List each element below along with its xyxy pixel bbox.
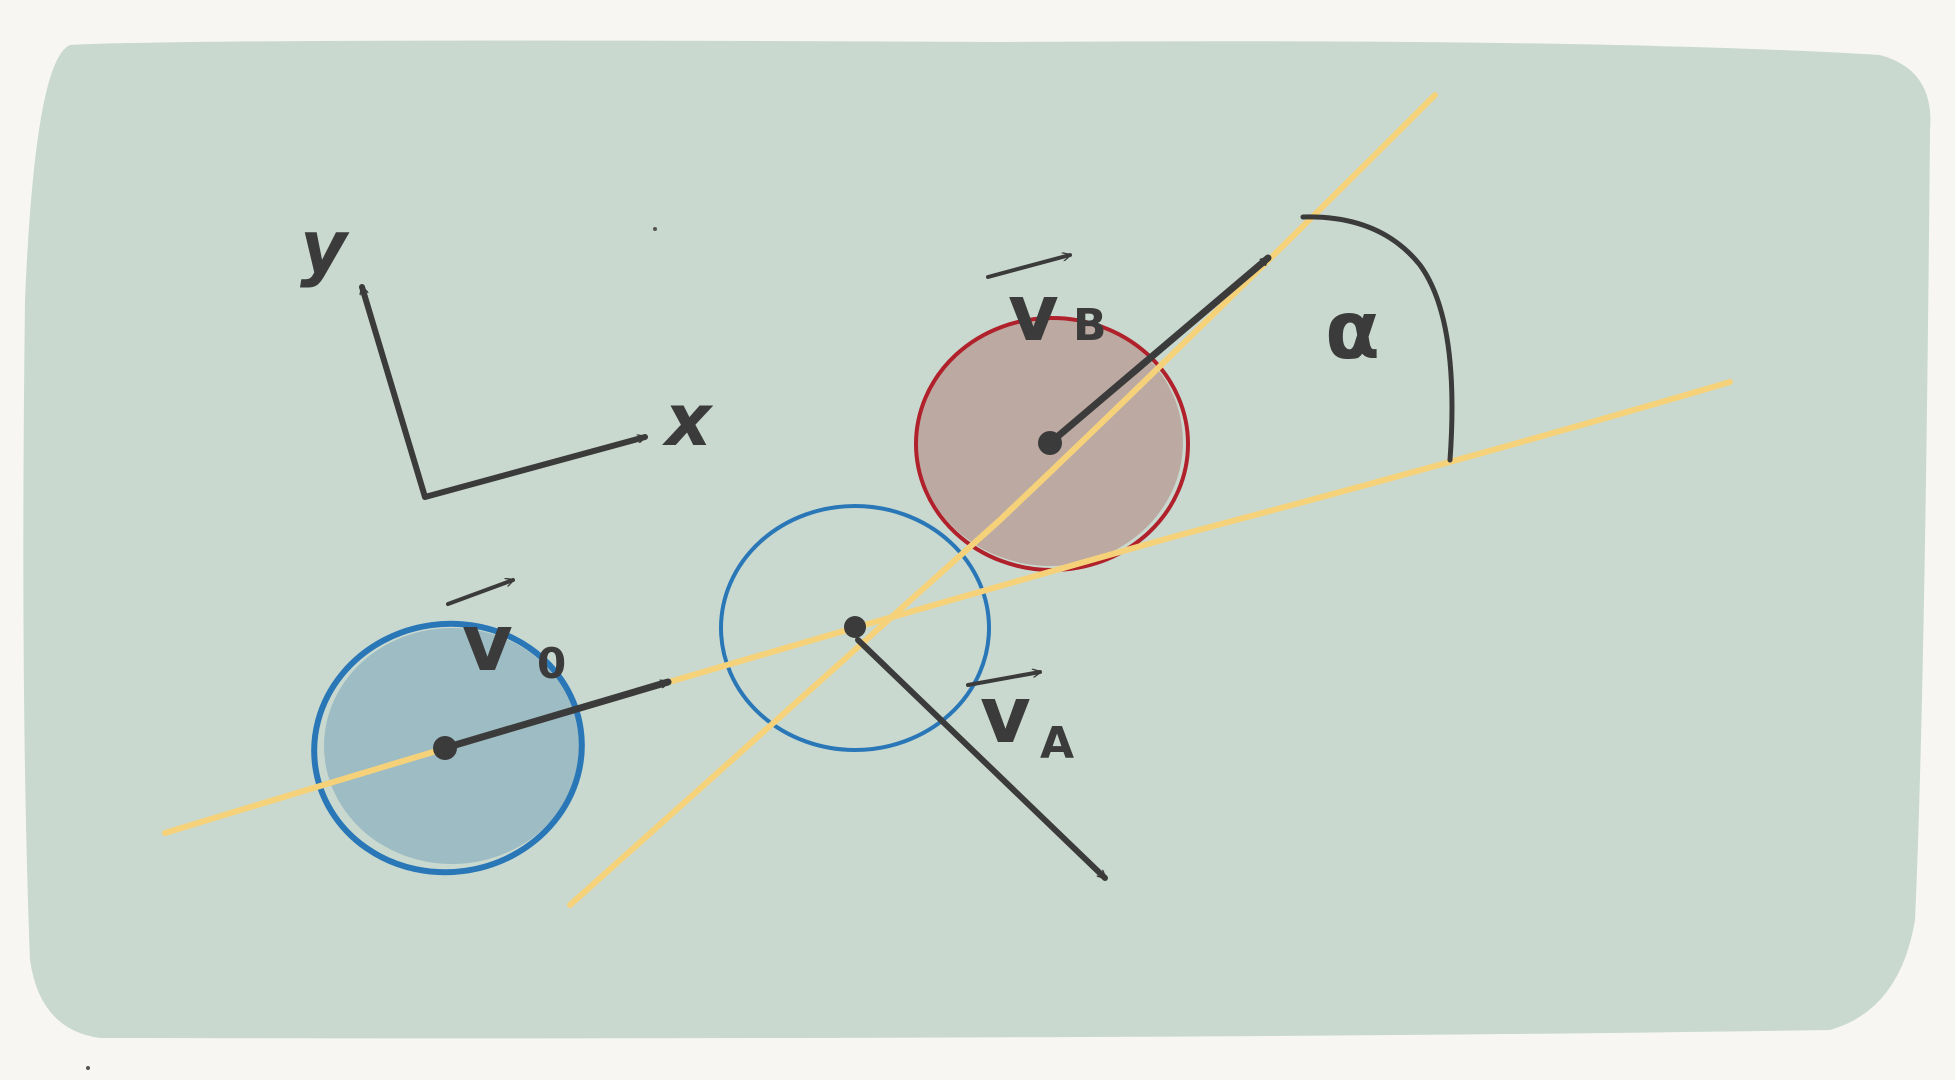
trajectory-line-ball-b <box>567 92 1438 908</box>
y-axis-arrow <box>359 284 428 500</box>
stray-dot <box>86 1066 90 1070</box>
velocity-initial-label-arrow <box>446 580 513 606</box>
velocity-b-label-arrow <box>986 255 1070 279</box>
velocity-initial-arrow <box>441 678 672 752</box>
velocity-b-subscript: B <box>1073 300 1107 351</box>
y-axis-label: y <box>300 205 350 289</box>
ball-a-center <box>844 616 866 638</box>
ball-initial-center <box>433 736 457 760</box>
angle-label: α <box>1325 284 1380 377</box>
velocity-a-subscript: A <box>1040 718 1074 769</box>
velocity-a-arrow <box>855 637 1108 881</box>
velocity-a-label: v <box>980 671 1031 761</box>
velocity-initial-label: v <box>462 599 513 689</box>
velocity-a-label-arrow <box>966 672 1040 687</box>
angle-arc <box>1300 214 1455 463</box>
ball-a-outline <box>719 504 991 752</box>
ball-b-center <box>1038 431 1062 455</box>
ball-initial-outline <box>311 620 585 876</box>
velocity-b-arrow <box>1046 254 1272 447</box>
x-axis-label: x <box>662 378 714 462</box>
velocity-initial-subscript: 0 <box>537 639 566 688</box>
stray-dot <box>653 227 657 231</box>
velocity-b-label: v <box>1008 269 1059 359</box>
x-axis-arrow <box>422 434 648 500</box>
